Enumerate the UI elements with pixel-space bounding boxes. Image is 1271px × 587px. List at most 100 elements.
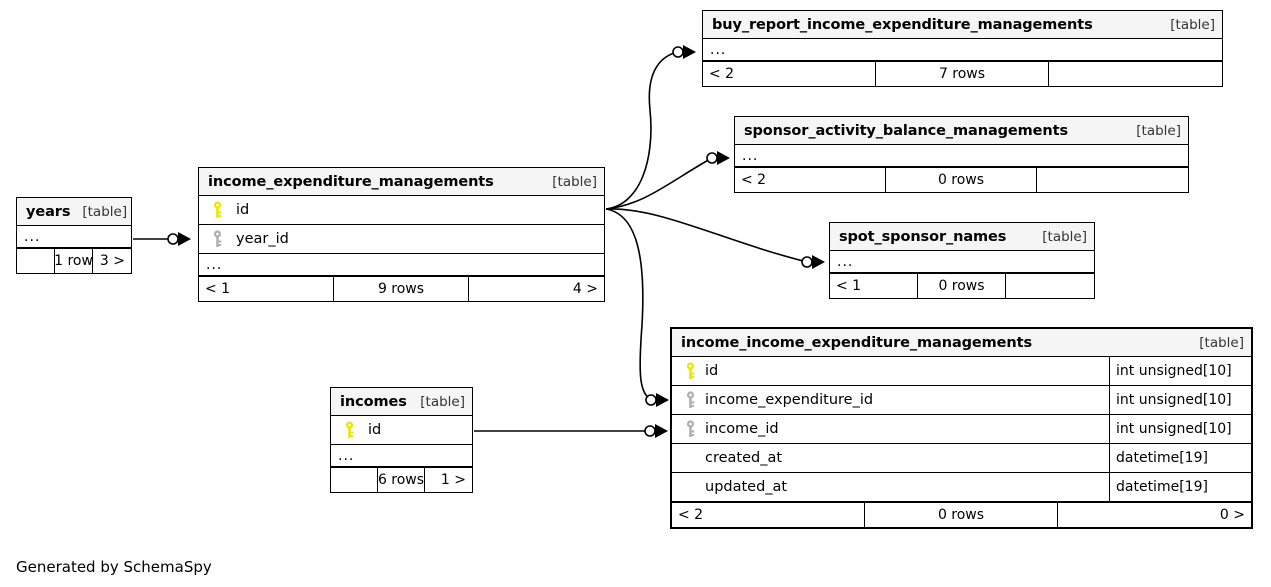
table-node-sponsor_activity_balance_managements[interactable]: sponsor_activity_balance_managements [tab… (734, 116, 1189, 193)
hidden-columns-ellipsis: ... (331, 445, 472, 467)
table-footer-incomes: 6 rows 1 > (331, 467, 472, 492)
table-node-income_income_expenditure_managements[interactable]: income_income_expenditure_managements [ta… (670, 327, 1253, 529)
relationship-edge-incomes-to-income-iem (474, 424, 668, 438)
table-title: sponsor_activity_balance_managements (744, 122, 1068, 139)
column-name-cell: income_expenditure_id (672, 386, 1109, 414)
table-header-years: years [table] (17, 198, 131, 226)
column-name-cell: year_id (199, 225, 604, 253)
column-name-cell: income_id (672, 415, 1109, 443)
relationship-edge-iem-to-sponsor-activity (605, 151, 730, 210)
table-title: income_income_expenditure_managements (681, 334, 1032, 351)
table-kind-label: [table] (1199, 334, 1244, 351)
column-name: id (368, 422, 382, 438)
table-header-spot_sponsor_names: spot_sponsor_names[table] (830, 223, 1094, 251)
table-column-row[interactable]: income_expenditure_id int unsigned[10] (672, 386, 1251, 415)
table-node-years[interactable]: years [table]...1 row 3 > (16, 197, 132, 274)
table-kind-label: [table] (1136, 122, 1181, 139)
row-count[interactable]: 0 rows (918, 274, 1006, 298)
parent-relation-count[interactable]: < 2 (672, 503, 865, 527)
crowfoot-arrowhead (178, 232, 191, 246)
column-name: updated_at (705, 479, 788, 495)
optional-cardinality-circle (644, 425, 656, 437)
crowfoot-arrowhead (655, 424, 668, 438)
primary-key-icon (338, 421, 360, 439)
crowfoot-arrowhead (656, 393, 669, 407)
table-column-row[interactable]: id (199, 196, 604, 225)
foreign-key-icon (679, 391, 701, 409)
row-count[interactable]: 9 rows (334, 277, 469, 301)
table-footer-years: 1 row 3 > (17, 248, 131, 273)
table-node-income_expenditure_managements[interactable]: income_expenditure_managements[table]id y… (198, 167, 605, 302)
table-title: incomes (340, 393, 407, 410)
table-node-buy_report_income_expenditure_managements[interactable]: buy_report_income_expenditure_management… (702, 10, 1223, 87)
child-relation-count[interactable]: 4 > (572, 281, 598, 297)
crowfoot-arrowhead (717, 151, 730, 165)
child-relation-count[interactable] (1006, 274, 1094, 298)
row-count[interactable]: 1 row (55, 249, 93, 273)
table-kind-label: [table] (1042, 228, 1087, 245)
column-type: datetime[19] (1109, 444, 1251, 472)
hidden-columns-ellipsis: ... (17, 226, 131, 248)
table-title: years (26, 203, 71, 220)
crowfoot-arrowhead (683, 45, 696, 59)
relationship-edge-iem-to-buy-report (605, 45, 696, 210)
child-relation-count[interactable]: 1 > (440, 472, 466, 488)
row-count[interactable]: 0 rows (886, 168, 1037, 192)
optional-cardinality-circle (167, 233, 179, 245)
parent-relation-count[interactable]: < 2 (735, 168, 886, 192)
column-name-cell: updated_at (672, 473, 1109, 501)
table-kind-label: [table] (1170, 16, 1215, 33)
primary-key-icon (679, 362, 701, 380)
column-type: datetime[19] (1109, 473, 1251, 501)
parent-relation-count[interactable] (331, 468, 378, 492)
parent-relation-count[interactable]: < 1 (199, 277, 334, 301)
column-type: int unsigned[10] (1109, 415, 1251, 443)
table-header-buy_report_income_expenditure_managements: buy_report_income_expenditure_management… (703, 11, 1222, 39)
column-name: income_expenditure_id (705, 392, 874, 408)
column-type: int unsigned[10] (1109, 386, 1251, 414)
column-name: id (705, 363, 719, 379)
row-count[interactable]: 0 rows (865, 503, 1058, 527)
table-header-income_expenditure_managements: income_expenditure_managements[table] (199, 168, 604, 196)
table-column-row[interactable]: id (331, 416, 472, 445)
relationship-edge-years-to-iem (133, 232, 191, 246)
foreign-key-icon (206, 230, 228, 248)
parent-relation-count[interactable]: < 2 (703, 62, 876, 86)
column-type: int unsigned[10] (1109, 357, 1251, 385)
parent-relation-count[interactable] (17, 249, 55, 273)
hidden-columns-ellipsis: ... (735, 145, 1188, 167)
primary-key-icon (206, 201, 228, 219)
column-name-cell: id (672, 357, 1109, 385)
table-column-row[interactable]: updated_at datetime[19] (672, 473, 1251, 502)
optional-cardinality-circle (801, 256, 813, 268)
column-name-cell: id (199, 196, 604, 224)
crowfoot-arrowhead (812, 255, 825, 269)
column-name: year_id (236, 231, 289, 247)
table-header-income_income_expenditure_managements: income_income_expenditure_managements [ta… (672, 329, 1251, 357)
parent-relation-count[interactable]: < 1 (830, 274, 918, 298)
row-count[interactable]: 7 rows (876, 62, 1049, 86)
child-relation-count[interactable] (1037, 168, 1188, 192)
child-relation-count[interactable]: 0 > (1219, 507, 1245, 523)
optional-cardinality-circle (672, 46, 684, 58)
column-name: id (236, 202, 250, 218)
relationship-edge-iem-to-spot-sponsor (605, 208, 825, 269)
table-kind-label: [table] (82, 203, 128, 220)
child-relation-count[interactable]: 3 > (99, 253, 125, 269)
table-kind-label: [table] (552, 173, 597, 190)
row-count[interactable]: 6 rows (378, 468, 425, 492)
child-relation-count[interactable] (1049, 62, 1222, 86)
table-column-row[interactable]: year_id (199, 225, 604, 254)
hidden-columns-ellipsis: ... (703, 39, 1222, 61)
table-column-row[interactable]: id int unsigned[10] (672, 357, 1251, 386)
